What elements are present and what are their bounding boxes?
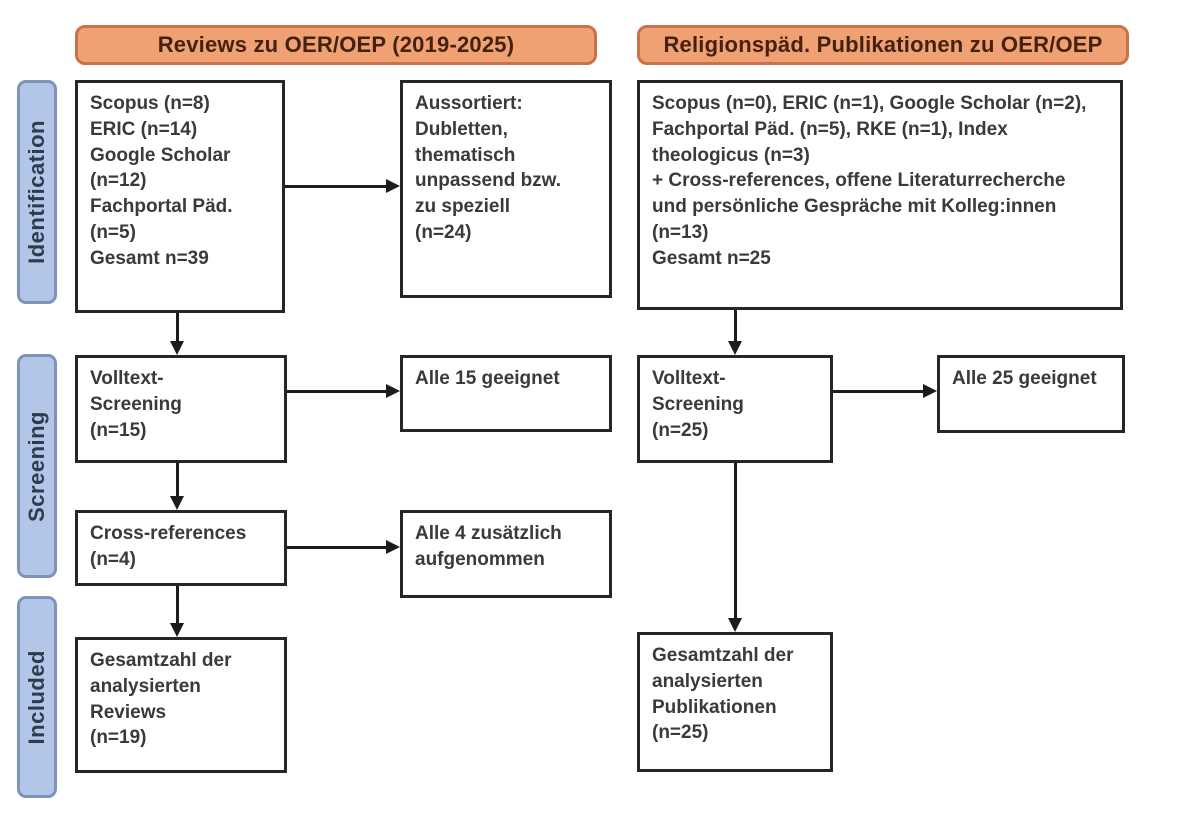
flow-box-reviews-excluded: Aussortiert: Dubletten, thematisch unpas…	[400, 80, 612, 298]
arrow-sources-to-fulltext-screening-right	[728, 310, 743, 355]
flow-box-reviews-fulltext-result: Alle 15 geeignet	[400, 355, 612, 432]
arrow-right-head	[386, 540, 400, 554]
flow-box-religionspaed-sources: Scopus (n=0), ERIC (n=1), Google Scholar…	[637, 80, 1123, 310]
arrow-down-head	[170, 341, 184, 355]
arrow-down-head	[170, 496, 184, 510]
flow-box-religionspaed-fulltext-result: Alle 25 geeignet	[937, 355, 1125, 433]
arrow-right-head	[386, 179, 400, 193]
flow-box-reviews-cross-references-result: Alle 4 zusätzlich aufgenommen	[400, 510, 612, 598]
arrow-line	[734, 310, 737, 341]
arrow-line	[285, 185, 386, 188]
arrow-line	[833, 390, 923, 393]
arrow-line	[176, 313, 179, 341]
arrow-line	[287, 390, 386, 393]
arrow-sources-to-excluded	[285, 179, 400, 194]
flow-box-reviews-cross-references: Cross-references (n=4)	[75, 510, 287, 586]
stage-label-screening: Screening	[17, 354, 57, 578]
arrow-line	[734, 463, 737, 618]
arrow-line	[287, 546, 386, 549]
column-header-reviews: Reviews zu OER/OEP (2019-2025)	[75, 25, 597, 65]
arrow-sources-to-fulltext-screening	[170, 313, 185, 355]
stage-label-identification: Identification	[17, 80, 57, 304]
flow-box-reviews-sources: Scopus (n=8) ERIC (n=14) Google Scholar …	[75, 80, 285, 313]
arrow-down-head	[170, 623, 184, 637]
stage-label-included: Included	[17, 596, 57, 798]
arrow-down-head	[728, 341, 742, 355]
arrow-cross-references-to-included	[170, 586, 185, 637]
stage-label-included-text: Included	[24, 649, 49, 745]
arrow-line	[176, 586, 179, 623]
arrow-right-head	[386, 384, 400, 398]
arrow-down-head	[728, 618, 742, 632]
flow-box-reviews-fulltext-screening: Volltext- Screening (n=15)	[75, 355, 287, 463]
flow-box-reviews-included-total: Gesamtzahl der analysierten Reviews (n=1…	[75, 637, 287, 773]
stage-label-screening-text: Screening	[24, 410, 49, 522]
arrow-fulltext-to-result	[287, 384, 400, 399]
arrow-line	[176, 463, 179, 496]
arrow-fulltext-to-result-right	[833, 384, 937, 399]
column-header-religionspaed-publikationen: Religionspäd. Publikationen zu OER/OEP	[637, 25, 1129, 65]
stage-label-identification-text: Identification	[24, 120, 49, 264]
arrow-fulltext-to-included-right	[728, 463, 743, 632]
flow-box-religionspaed-fulltext-screening: Volltext- Screening (n=25)	[637, 355, 833, 463]
arrow-fulltext-to-cross-references	[170, 463, 185, 510]
arrow-right-head	[923, 384, 937, 398]
arrow-cross-references-to-result	[287, 540, 400, 555]
flow-box-religionspaed-included-total: Gesamtzahl der analysierten Publikatione…	[637, 632, 833, 772]
